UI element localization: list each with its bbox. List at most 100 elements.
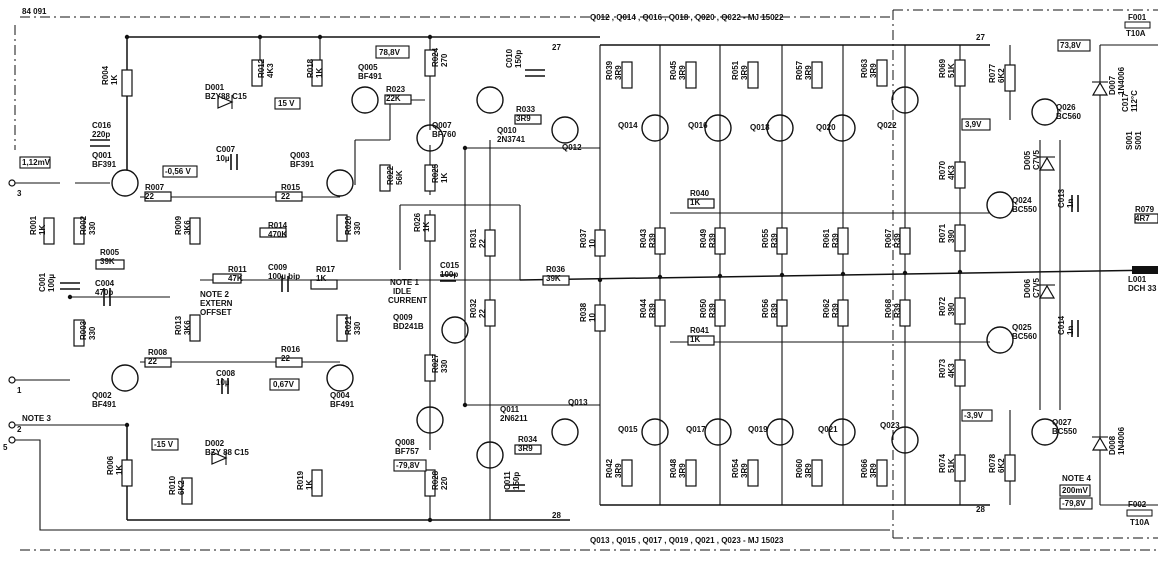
component-value: BF491: [92, 400, 117, 409]
voltage-box-v-neg-79b: -79,8V: [1059, 497, 1093, 510]
component-id: Q003: [290, 151, 310, 160]
component-id: D002: [205, 439, 225, 448]
component-id: R007: [145, 183, 165, 192]
component-id: D001: [205, 83, 225, 92]
component-value: 470p: [95, 288, 113, 297]
node-27-a: 27: [552, 43, 561, 52]
component-value: C7V5: [1032, 277, 1041, 298]
note-2-a: EXTERN: [200, 299, 233, 308]
component-id: R062: [822, 298, 831, 318]
voltage-box-v-input: 1,12mV: [19, 156, 51, 169]
note-1-b: CURRENT: [388, 296, 427, 305]
capacitor-plates: [60, 69, 1079, 492]
component-id: S001: [1125, 131, 1134, 150]
component-id: R055: [761, 228, 770, 248]
note-1: NOTE 1: [390, 278, 419, 287]
component-value: 51K: [947, 63, 956, 78]
component-id: C015: [440, 261, 460, 270]
component-value: R39: [648, 233, 657, 248]
component-id: R032: [469, 298, 478, 318]
component-value: 3K6: [183, 320, 192, 335]
component-id: R042: [605, 458, 614, 478]
component-id: Q013: [568, 398, 588, 407]
component-id: R020: [344, 215, 353, 235]
voltage-v-39n: -3,9V: [964, 411, 984, 420]
component-value: 3R9: [804, 65, 813, 80]
component-value: 3R9: [518, 444, 533, 453]
component-value: BC560: [1012, 332, 1037, 341]
component-value: 390: [947, 229, 956, 243]
voltage-v-neg-79: -79,8V: [396, 461, 420, 470]
component-value: 1K: [315, 68, 324, 78]
component-value: 1N4006: [1117, 426, 1126, 455]
component-id: Q005: [358, 63, 378, 72]
component-value: 22: [145, 192, 154, 201]
fuse-bottom-value: T10A: [1130, 518, 1150, 527]
note-4: NOTE 4: [1062, 474, 1091, 483]
component-id: C011: [503, 471, 512, 490]
voltage-box-v-067: 0,67V: [269, 378, 300, 391]
component-value: R39: [648, 303, 657, 318]
component-id: R068: [884, 298, 893, 318]
component-id: R061: [822, 228, 831, 248]
component-id: R049: [699, 228, 708, 248]
component-value: 3R9: [740, 463, 749, 478]
component-id: R037: [579, 228, 588, 248]
fuse-bottom: F002: [1128, 500, 1147, 509]
component-id: R039: [605, 60, 614, 80]
component-value: 3R9: [614, 463, 623, 478]
component-q019: Q019: [748, 425, 768, 434]
component-id: R019: [296, 470, 305, 490]
component-value: S001: [1134, 131, 1143, 150]
component-id: R025: [431, 163, 440, 183]
component-value: 1K: [316, 274, 326, 283]
component-id: C007: [216, 145, 236, 154]
component-value: BC550: [1012, 205, 1037, 214]
component-id: R043: [639, 228, 648, 248]
component-value: 10µ: [216, 154, 230, 163]
component-id: R063: [860, 58, 869, 78]
component-id: R018: [306, 58, 315, 78]
rails: [14, 36, 1158, 531]
component-id: R016: [281, 345, 301, 354]
component-id: R038: [579, 302, 588, 322]
component-value: 47K: [228, 274, 243, 283]
component-value: 22K: [386, 94, 401, 103]
component-id: Q022: [877, 121, 897, 130]
voltage-v-pos-15: 15 V: [278, 99, 295, 108]
component-value: 330: [440, 359, 449, 373]
component-id: R057: [795, 60, 804, 80]
